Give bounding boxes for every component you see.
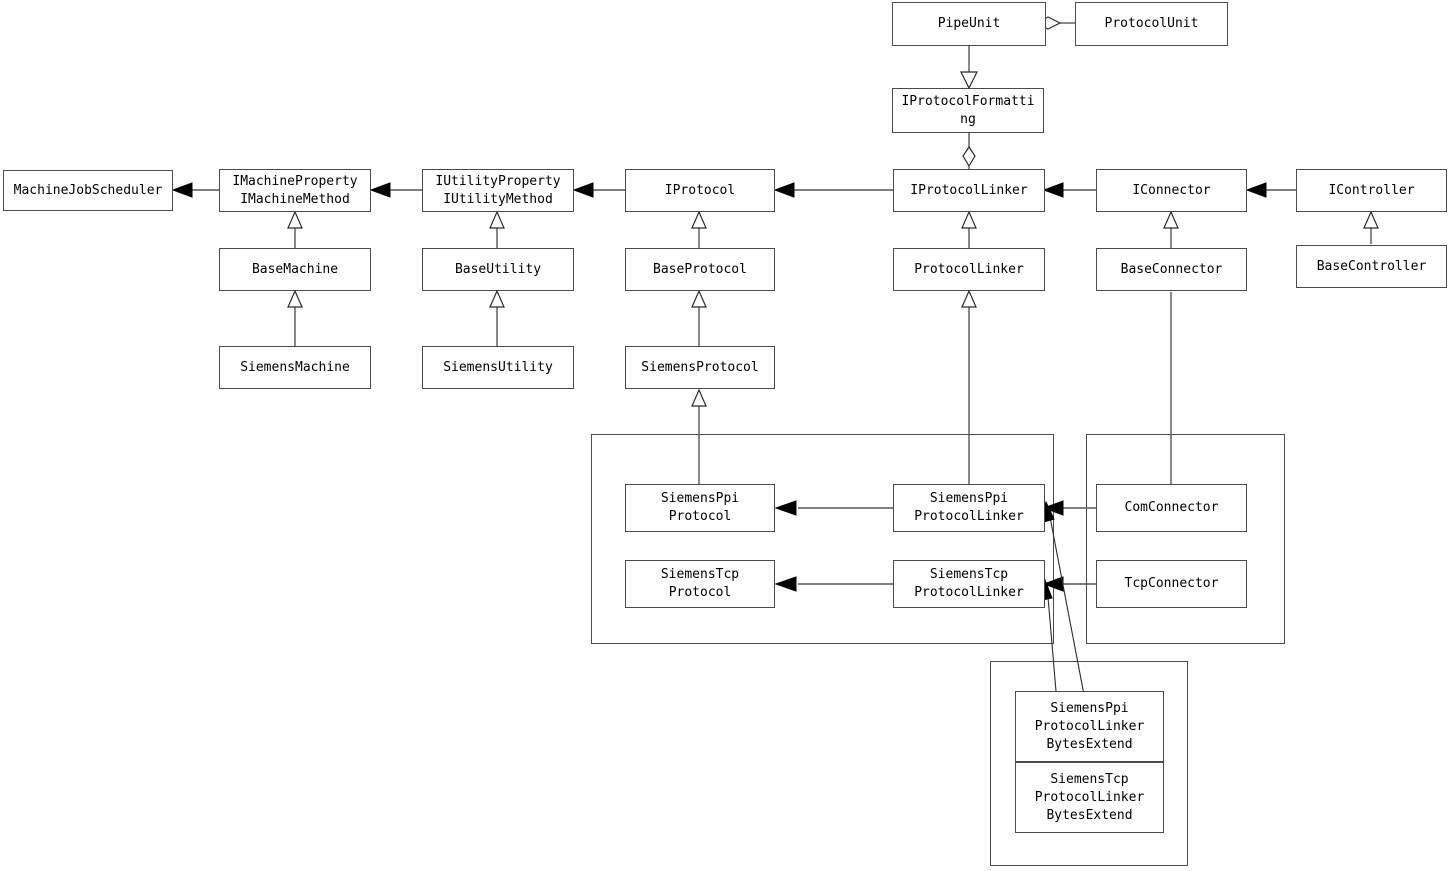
class-box-protocol-unit[interactable]: ProtocolUnit — [1075, 2, 1228, 46]
class-box-siemens-ppi-protocol[interactable]: SiemensPpi Protocol — [625, 484, 775, 532]
class-box-siemens-ppi-protocol-linker[interactable]: SiemensPpi ProtocolLinker — [893, 484, 1045, 532]
class-box-base-connector[interactable]: BaseConnector — [1096, 248, 1247, 291]
class-box-base-utility[interactable]: BaseUtility — [422, 248, 574, 291]
class-box-siemens-tcp-protocol[interactable]: SiemensTcp Protocol — [625, 560, 775, 608]
class-box-com-connector[interactable]: ComConnector — [1096, 484, 1247, 532]
class-box-base-machine[interactable]: BaseMachine — [219, 248, 371, 291]
class-box-base-protocol[interactable]: BaseProtocol — [625, 248, 775, 291]
class-box-siemens-utility[interactable]: SiemensUtility — [422, 346, 574, 389]
bytes-extend-group-container — [990, 661, 1188, 866]
class-box-iprotocol-linker[interactable]: IProtocolLinker — [893, 169, 1045, 212]
class-box-icontroller[interactable]: IController — [1296, 169, 1447, 212]
class-box-siemens-ppi-protocol-linker-bytes-extend[interactable]: SiemensPpi ProtocolLinker BytesExtend — [1015, 691, 1164, 762]
class-box-iutility-property[interactable]: IUtilityProperty IUtilityMethod — [422, 169, 574, 212]
class-box-siemens-tcp-protocol-linker-bytes-extend[interactable]: SiemensTcp ProtocolLinker BytesExtend — [1015, 762, 1164, 833]
class-box-iconnector[interactable]: IConnector — [1096, 169, 1247, 212]
connector-group-container — [1086, 434, 1285, 644]
class-box-imachine-property[interactable]: IMachineProperty IMachineMethod — [219, 169, 371, 212]
class-box-siemens-protocol[interactable]: SiemensProtocol — [625, 346, 775, 389]
class-box-iprotocol-formatting[interactable]: IProtocolFormatti ng — [892, 88, 1044, 133]
class-box-pipe-unit[interactable]: PipeUnit — [892, 2, 1046, 46]
class-box-siemens-machine[interactable]: SiemensMachine — [219, 346, 371, 389]
class-box-protocol-linker[interactable]: ProtocolLinker — [893, 248, 1045, 291]
class-box-machine-job-scheduler[interactable]: MachineJobScheduler — [3, 170, 173, 211]
class-box-tcp-connector[interactable]: TcpConnector — [1096, 560, 1247, 608]
class-box-siemens-tcp-protocol-linker[interactable]: SiemensTcp ProtocolLinker — [893, 560, 1045, 608]
protocol-group-container — [591, 434, 1054, 644]
class-box-iprotocol[interactable]: IProtocol — [625, 169, 775, 212]
class-box-base-controller[interactable]: BaseController — [1296, 245, 1447, 288]
